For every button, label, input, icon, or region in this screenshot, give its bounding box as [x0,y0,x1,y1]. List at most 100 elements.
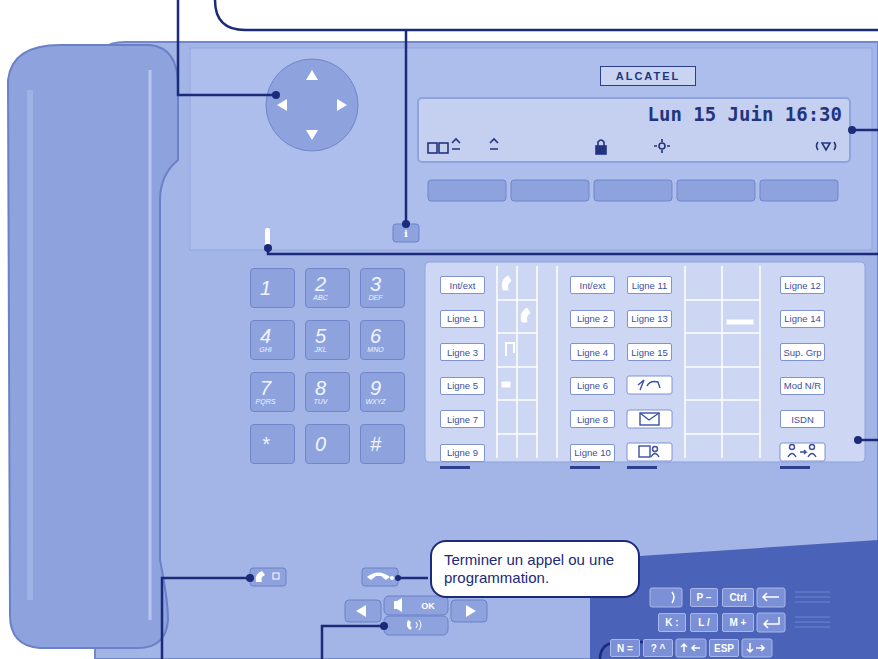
panel-icons [502,276,753,387]
strip-bars [440,466,810,469]
key-label: Int/ext [570,276,615,294]
label-text: Ligne 7 [447,414,478,425]
phone-body [95,42,878,659]
dial-key: 7PQRS [250,372,295,412]
off-hook-key [250,568,286,586]
label-text: Ligne 2 [577,313,608,324]
label-text: 7 [260,378,271,398]
dial-key: 1 [250,268,295,308]
sub-text: GHI [259,346,271,354]
label-text: 6 [370,326,381,346]
sub-text: TUV [314,398,328,406]
sub-text: ABC [313,294,327,302]
label-text: Ligne 6 [577,380,608,391]
label-text: 0 [315,434,326,454]
handset-shade [27,90,33,600]
display-screen [418,98,850,162]
label-text: Lun 15 Juin 16:30 [648,103,842,125]
key-label: Ligne 4 [570,343,615,361]
dial-key: 3DEF [360,268,405,308]
sub-text: PQRS [256,398,276,406]
keyboard-key: P – [690,588,718,607]
label-text: 2 [315,274,326,294]
sub-text: JKL [314,346,326,354]
display-icons [428,139,836,154]
nav-arrow [277,99,287,111]
label-text: # [370,434,381,454]
key-label: Mod N/R [780,377,825,395]
label-text: Ligne 14 [784,313,820,324]
key-label: Ligne 6 [570,377,615,395]
sub-text: MNO [367,346,383,354]
label-text: Ligne 4 [577,347,608,358]
label-text: M + [730,617,747,628]
key-label: Ligne 7 [440,410,485,428]
keyboard-key: M + [722,613,754,632]
key-label: Ligne 12 [780,276,825,294]
handset-edge [149,70,152,620]
label-text: ESP [714,643,734,654]
soft-keys [428,180,838,201]
panel-grid [497,266,760,458]
dial-key: * [250,424,295,464]
key-label: Ligne 3 [440,343,485,361]
nav-arrow [337,99,347,111]
label-text: 4 [260,326,271,346]
label-text: Ligne 9 [447,447,478,458]
label-text: 1 [260,278,271,298]
ok-key-label: OK [410,598,446,613]
dial-key: 0 [305,424,350,464]
led-square [273,573,279,579]
dial-key: 4GHI [250,320,295,360]
key-label: Ligne 8 [570,410,615,428]
label-text: N = [617,643,633,654]
hang-up-dot [390,576,394,580]
label-text: ? ^ [651,643,666,654]
label-text: Ligne 13 [631,313,667,324]
label-text: Mod N/R [784,380,821,391]
dial-key: # [360,424,405,464]
keyboard-ridges [795,592,830,627]
label-text: Ligne 3 [447,347,478,358]
handset-icon [256,571,265,582]
sub-text: DEF [369,294,383,302]
dial-key: 2ABC [305,268,350,308]
key-label: ISDN [780,410,825,428]
top-panel [190,48,872,250]
callout-bubble: Terminer un appel ou une programmation. [430,540,640,598]
label-text: P – [697,592,712,603]
keyboard-key: ESP [709,639,739,657]
keyboard-key: L / [690,613,718,632]
dial-key: 9WXYZ [360,372,405,412]
label-text: ALCATEL [616,70,681,82]
label-text: 9 [370,378,381,398]
label-text: Terminer un appel ou une programmation. [444,551,626,587]
leader-dots [246,91,862,630]
leader-lines [162,0,878,659]
label-text: Int/ext [580,280,606,291]
keyboard-key: ? ^ [643,639,673,657]
label-text: Ligne 1 [447,313,478,324]
dial-key: 8TUV [305,372,350,412]
key-label: Sup. Grp [780,343,825,361]
function-keys [627,376,825,461]
keyboard-key: N = [610,639,640,657]
handset [8,45,178,648]
label-text: 8 [315,378,326,398]
key-label: Ligne 11 [627,276,672,294]
label-text: Ligne 11 [632,280,668,291]
label-text: K : [665,617,678,628]
label-text: Ctrl [729,592,746,603]
key-label: Ligne 10 [570,444,615,462]
key-label: Ligne 2 [570,310,615,328]
key-label: Ligne 5 [440,377,485,395]
label-text: ISDN [791,414,814,425]
label-text: 5 [315,326,326,346]
keyboard-key: Ctrl [722,588,754,607]
dial-key: 5JKL [305,320,350,360]
label-text: Ligne 5 [447,380,478,391]
label-text: * [262,434,270,454]
nav-arrow [306,70,318,80]
dial-key: 6MNO [360,320,405,360]
label-text: Int/ext [450,280,476,291]
